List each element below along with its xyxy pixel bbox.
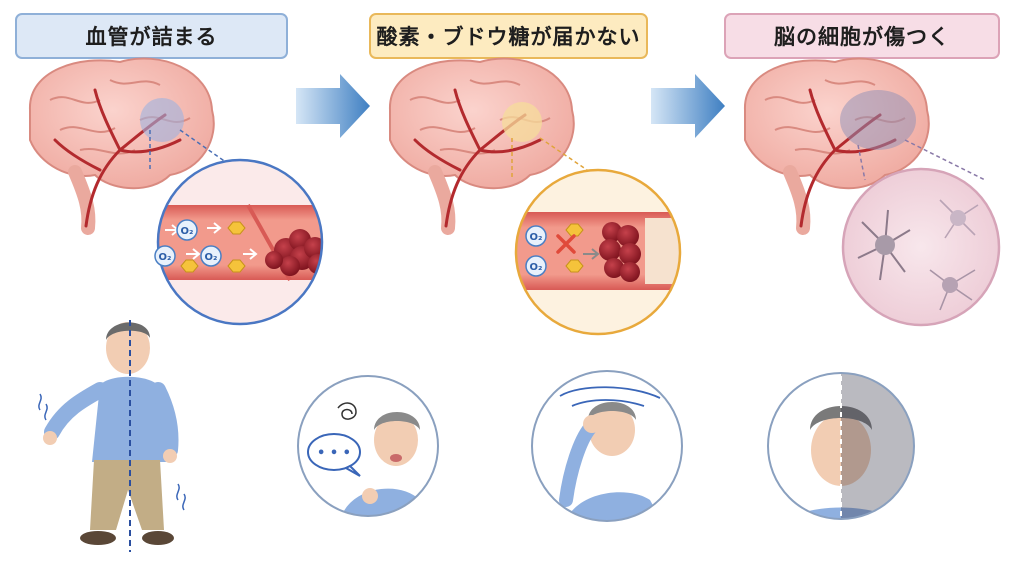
brain-illustration-3 <box>743 57 930 235</box>
svg-text:• • •: • • • <box>317 446 351 461</box>
neuron-cell <box>939 199 979 239</box>
o2-bubble: O₂ <box>154 245 176 267</box>
o2-bubble: O₂ <box>200 245 222 267</box>
neuron-cell <box>857 209 911 281</box>
step2-title: 酸素・ブドウ糖が届かない <box>376 25 641 49</box>
step1-title: 血管が詰まる <box>85 25 218 49</box>
blockage-spot <box>140 98 184 142</box>
symptom-face-illustration <box>767 372 915 520</box>
svg-text:O₂: O₂ <box>205 252 218 263</box>
brain-illustration-1 <box>28 57 215 235</box>
o2-bubble: O₂ <box>525 225 547 247</box>
svg-text:O₂: O₂ <box>159 252 172 263</box>
clot-2 <box>599 222 641 282</box>
vessel-zoom-2 <box>514 168 682 336</box>
svg-text:O₂: O₂ <box>181 226 194 237</box>
symptom-speech-illustration <box>297 375 439 517</box>
blocked-x-icon <box>556 234 576 254</box>
neuron-zoom-3 <box>841 167 1001 327</box>
step-arrow-1 <box>296 74 370 138</box>
confusion-scribble-icon <box>337 402 357 420</box>
shaded-half <box>841 373 914 519</box>
neuron-cell <box>929 269 976 311</box>
o2-bubble: O₂ <box>176 219 198 241</box>
ischemic-area <box>502 102 542 142</box>
step1-label: 血管が詰まる <box>15 13 288 59</box>
step3-label: 脳の細胞が傷つく <box>724 13 1000 59</box>
step3-title: 脳の細胞が傷つく <box>774 25 950 49</box>
damaged-area <box>840 90 916 150</box>
step-arrow-2 <box>651 74 725 138</box>
dizzy-lines-icon <box>559 386 661 407</box>
symptom-dizziness-illustration <box>531 370 683 522</box>
speech-bubble: • • • <box>307 433 361 477</box>
o2-bubble: O₂ <box>525 255 547 277</box>
brain-illustration-2 <box>388 57 575 235</box>
person-hemiplegia-illustration <box>38 320 186 552</box>
vessel-zoom-1 <box>156 158 324 326</box>
svg-text:O₂: O₂ <box>530 262 543 273</box>
svg-text:O₂: O₂ <box>530 232 543 243</box>
